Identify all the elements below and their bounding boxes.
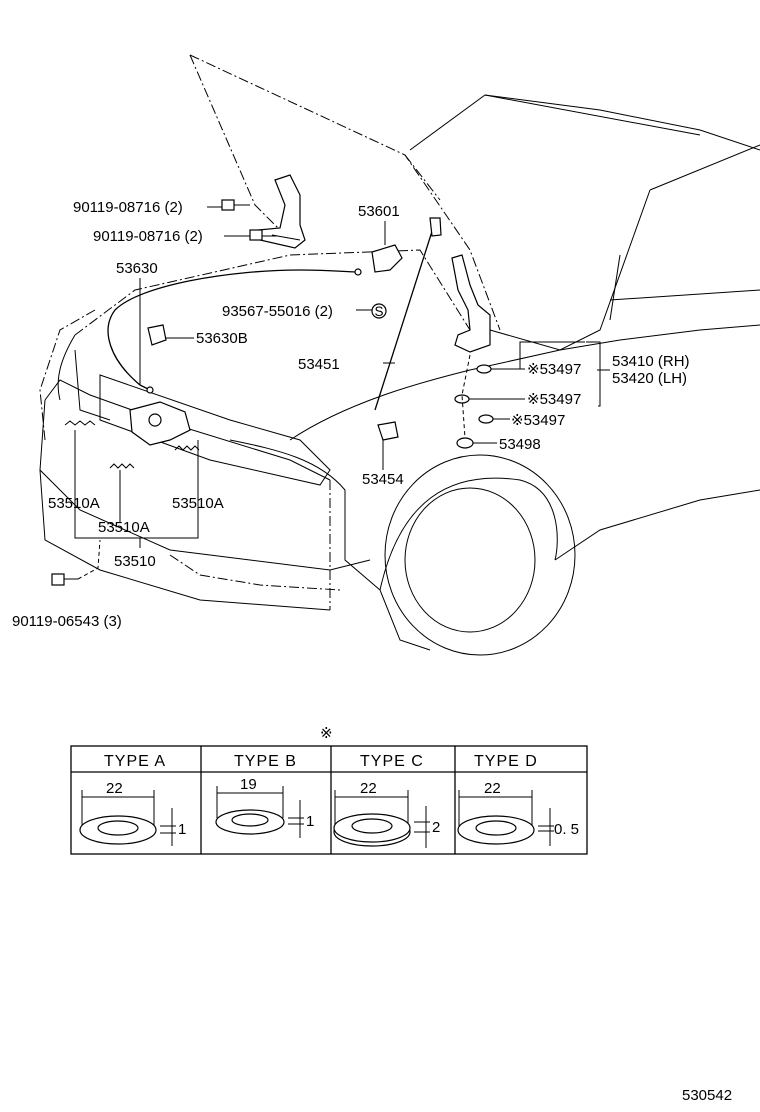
label-cable-clamp: 53630B — [196, 330, 248, 347]
svg-text:0. 5: 0. 5 — [554, 821, 579, 838]
clip-icon: S — [371, 303, 387, 319]
leader-lines — [74, 206, 610, 548]
washer-type-d: 22 0. 5 — [457, 780, 579, 846]
washer-type-c: 22 2 — [333, 780, 440, 848]
label-washer-1: ※53497 — [527, 361, 581, 378]
label-clip: 93567-55016 (2) — [222, 303, 333, 320]
label-washer-2: ※53497 — [527, 391, 581, 408]
bolt-icon — [221, 199, 250, 211]
table-header: TYPE A — [104, 753, 166, 770]
bolt-icon — [51, 573, 78, 586]
label-spring-mid: 53510A — [98, 519, 150, 536]
label-bolt-hinge-lower: 90119-08716 (2) — [93, 228, 203, 245]
label-washer-3: ※53497 — [511, 412, 565, 429]
washer-type-a: 22 1 — [79, 780, 186, 846]
svg-text:19: 19 — [240, 776, 257, 793]
label-rod-holder: 53454 — [362, 471, 404, 488]
label-hinge-rh: 53410 (RH) — [612, 353, 690, 370]
svg-text:22: 22 — [360, 780, 377, 797]
label-striker: 53601 — [358, 203, 400, 220]
label-support-rod: 53451 — [298, 356, 340, 373]
svg-text:2: 2 — [432, 819, 440, 836]
washer-type-table: ※ TYPE A TYPE B TYPE C TYPE D 22 1 19 1 — [70, 725, 588, 855]
washer-type-b: 19 1 — [215, 776, 314, 838]
vehicle-outline — [39, 54, 760, 656]
diagram-number: 530542 — [682, 1087, 732, 1104]
label-lock: 53510 — [114, 553, 156, 570]
note-mark: ※ — [320, 725, 333, 742]
svg-text:22: 22 — [484, 780, 501, 797]
hood-release-cable — [107, 269, 359, 386]
label-lock-bolt: 90119-06543 (3) — [12, 613, 122, 630]
label-hinge-lh: 53420 (LH) — [612, 370, 687, 387]
hood-hinge-left — [257, 174, 306, 249]
svg-text:22: 22 — [106, 780, 123, 797]
cable-clamp — [147, 324, 167, 346]
svg-text:1: 1 — [306, 813, 314, 830]
table-header: TYPE D — [474, 753, 538, 770]
bolt-icon — [249, 229, 278, 241]
label-spring-left: 53510A — [48, 495, 100, 512]
label-bolt-hinge-upper: 90119-08716 (2) — [73, 199, 183, 216]
parts: S — [51, 174, 494, 586]
table-header: TYPE C — [360, 753, 424, 770]
svg-text:1: 1 — [178, 821, 186, 838]
hood-striker — [371, 244, 403, 273]
label-spring-right: 53510A — [172, 495, 224, 512]
label-washer-plain: 53498 — [499, 436, 541, 453]
part-labels: 90119-08716 (2) 90119-08716 (2) 53630 53… — [12, 199, 690, 630]
label-cable: 53630 — [116, 260, 158, 277]
hood-support-rod — [374, 221, 436, 411]
table-header: TYPE B — [234, 753, 297, 770]
hood-hinge-right — [451, 254, 491, 353]
support-rod-holder — [377, 421, 399, 441]
svg-text:S: S — [375, 304, 384, 319]
